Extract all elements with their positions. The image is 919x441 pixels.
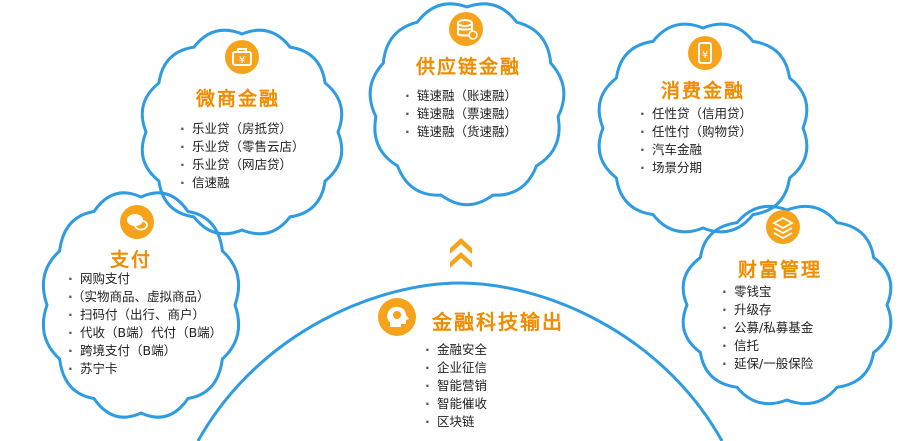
briefcase-yen-icon: ¥	[225, 40, 259, 74]
list-item: 链速融（票速融）	[405, 105, 517, 123]
wealth-list: 零钱宝 升级存 公募/私募基金 信托 延保/一般保险	[722, 283, 813, 373]
list-item: 信托	[722, 337, 813, 355]
supply-title: 供应链金融	[416, 56, 522, 78]
list-item: （实物商品、虚拟商品）	[68, 288, 218, 306]
payment-list: 网购支付 （实物商品、虚拟商品） 扫码付（出行、商户） 代收（B端）代付（B端）…	[68, 270, 222, 378]
list-item: 网购支付	[68, 270, 218, 288]
weishang-cloud	[140, 28, 344, 236]
weishang-list: 乐业贷（房抵贷） 乐业贷（零售云店） 乐业贷（网店贷） 信速融	[180, 120, 305, 192]
payment-title: 支付	[110, 249, 153, 271]
list-item: 链速融（货速融）	[405, 123, 517, 141]
list-item: 代收（B端）代付（B端）	[68, 324, 222, 342]
supply-cloud	[368, 2, 566, 207]
double-chevron-up-icon	[450, 238, 472, 268]
layered-boxes-icon	[766, 210, 800, 244]
svg-text:¥: ¥	[239, 55, 245, 66]
wealth-title: 财富管理	[738, 259, 823, 281]
list-item: 信速融	[180, 174, 305, 192]
list-item: 苏宁卡	[68, 360, 218, 378]
list-item: 跨境支付（B端）	[68, 342, 218, 360]
list-item: 任性付（购物贷）	[640, 123, 752, 141]
yen-receipt-icon: ¥	[688, 36, 722, 70]
consumer-cloud	[597, 22, 809, 234]
list-item: 智能催收	[425, 395, 487, 413]
list-item: 扫码付（出行、商户）	[68, 306, 218, 324]
list-item: 延保/一般保险	[722, 355, 813, 373]
center-title: 金融科技输出	[432, 310, 564, 334]
list-item: 智能营销	[425, 377, 487, 395]
chat-bubbles-icon	[120, 205, 154, 239]
list-item: 链速融（账速融）	[405, 87, 517, 105]
svg-text:¥: ¥	[702, 50, 708, 61]
brain-head-icon	[378, 298, 416, 336]
list-item: 乐业贷（网店贷）	[180, 156, 305, 174]
list-item: 金融安全	[425, 341, 487, 359]
payment-cloud	[41, 191, 241, 419]
list-item: 零钱宝	[722, 283, 813, 301]
list-item: 升级存	[722, 301, 813, 319]
list-item: 乐业贷（零售云店）	[180, 138, 305, 156]
list-item: 企业征信	[425, 359, 487, 377]
center-dome	[196, 281, 724, 441]
coin-stack-icon	[449, 12, 483, 46]
wealth-cloud	[681, 204, 893, 406]
weishang-title: 微商金融	[196, 88, 281, 110]
supply-list: 链速融（账速融） 链速融（票速融） 链速融（货速融）	[405, 87, 517, 141]
list-item: 公募/私募基金	[722, 319, 813, 337]
consumer-list: 任性贷（信用贷） 任性付（购物贷） 汽车金融 场景分期	[640, 105, 752, 177]
list-item: 汽车金融	[640, 141, 752, 159]
list-item: 区块链	[425, 413, 487, 431]
list-item: 任性贷（信用贷）	[640, 105, 752, 123]
list-item: 场景分期	[640, 159, 752, 177]
list-item: 乐业贷（房抵贷）	[180, 120, 305, 138]
center-list: 金融安全 企业征信 智能营销 智能催收 区块链	[425, 341, 487, 431]
consumer-title: 消费金融	[661, 80, 746, 102]
